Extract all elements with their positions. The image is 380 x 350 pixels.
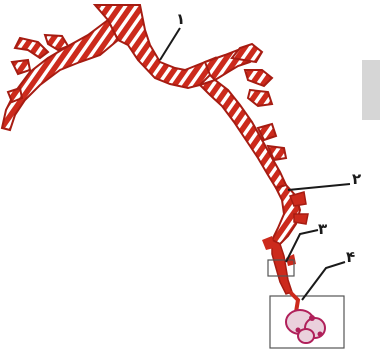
bronchiole	[272, 185, 308, 244]
terminal-bronchiole	[262, 236, 296, 294]
bronchus-descending	[200, 80, 286, 188]
leader-line-1	[160, 28, 180, 60]
left-bronchus	[2, 20, 118, 130]
trachea	[95, 5, 215, 88]
label-4: ۴	[346, 250, 355, 265]
leader-line-2	[288, 184, 350, 190]
alveolar-sac	[270, 292, 344, 348]
label-3: ۳	[318, 222, 327, 237]
label-1: ۱	[176, 12, 185, 27]
label-2: ۲	[352, 172, 361, 187]
leader-line-4	[302, 262, 345, 300]
